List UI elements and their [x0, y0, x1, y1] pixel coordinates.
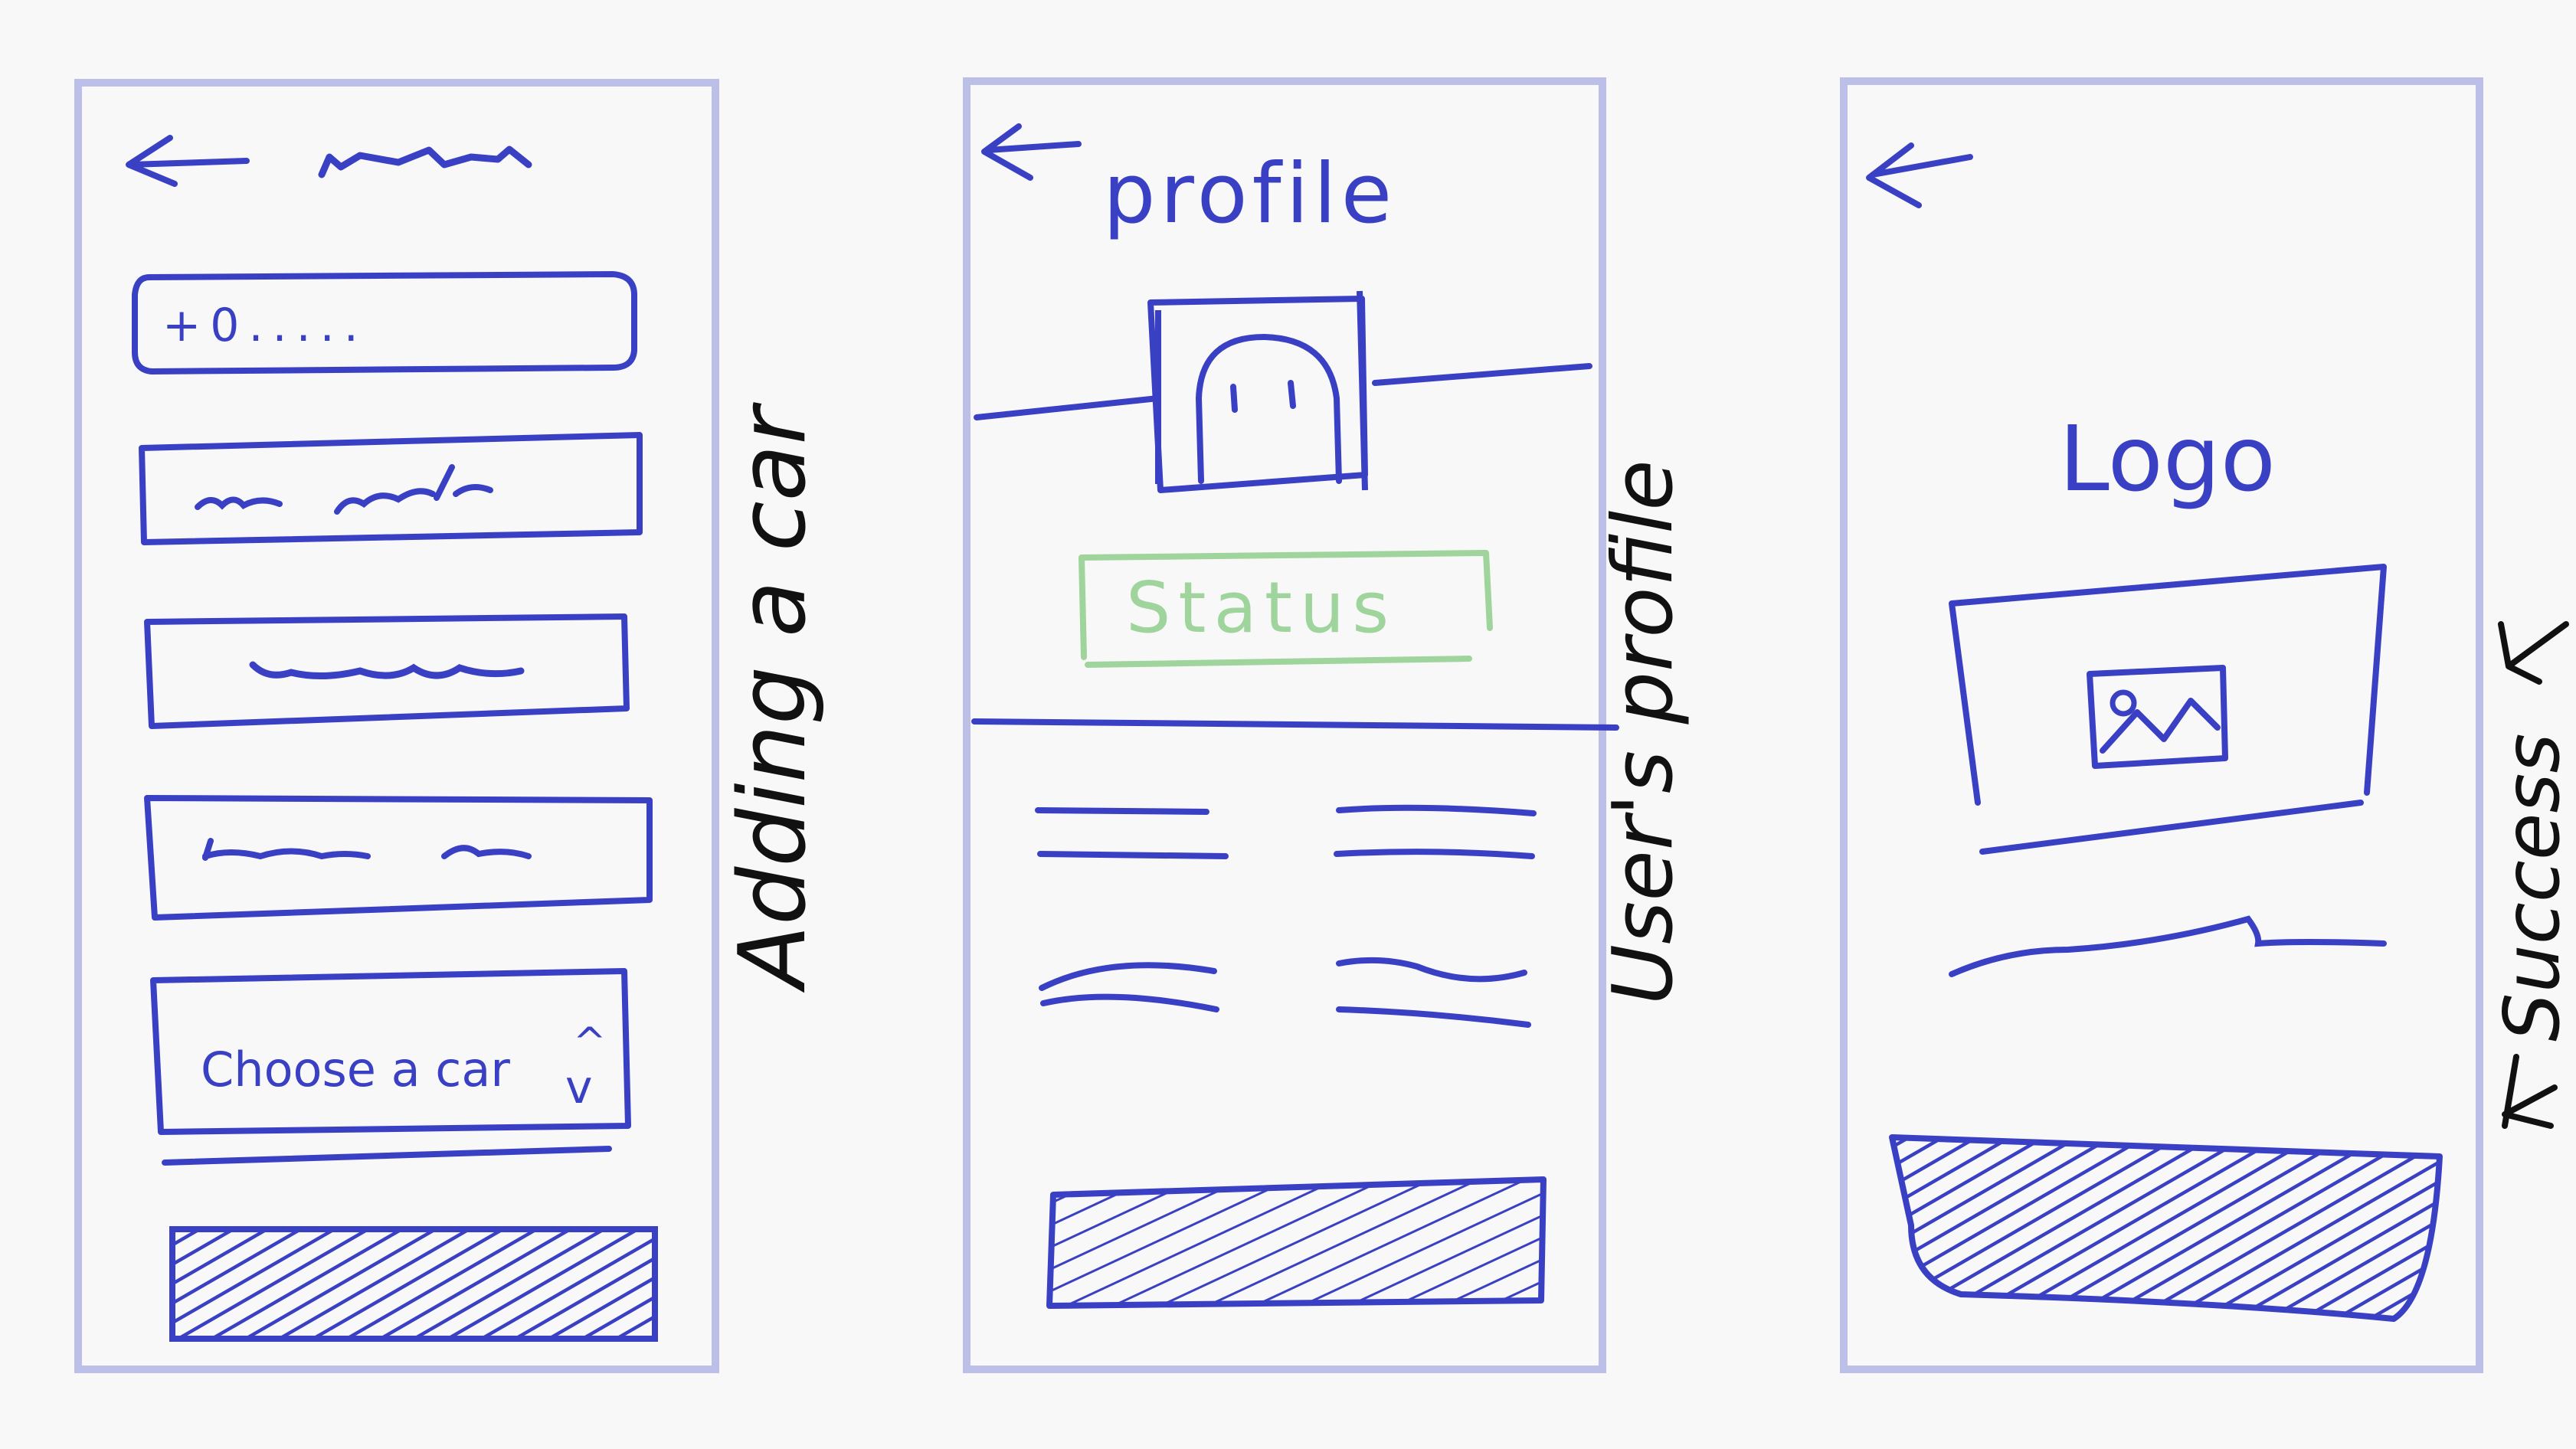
- image-card: [1949, 564, 2387, 855]
- info-text-line: [1035, 807, 1229, 859]
- text-field-4-scribble: [202, 838, 532, 861]
- screen-caption: Adding a car: [720, 402, 826, 993]
- car-select-underline: [162, 1146, 612, 1166]
- section-divider: [971, 718, 1619, 731]
- car-select-border: [150, 968, 631, 1135]
- success-caption-group: Success: [2487, 621, 2576, 1129]
- car-select-label: Choose a car: [201, 1042, 510, 1097]
- arrow-left-icon: [1866, 142, 1973, 208]
- screen-success: Logo Success: [1840, 77, 2576, 1373]
- screen-title-scribble: [318, 146, 532, 178]
- phone-field-value: +0.....: [162, 299, 368, 352]
- arrow-left-icon: [126, 135, 250, 187]
- car-model-field-scribble: [195, 464, 493, 515]
- info-text-line: [1039, 962, 1219, 1012]
- submit-button-fill: [169, 1226, 658, 1342]
- phone-field-border: [132, 270, 637, 375]
- screen-adding-car: +0..... Choose a car ^ v: [74, 79, 826, 1373]
- profile-action-button-fill: [1046, 1176, 1547, 1309]
- text-field-4-border: [144, 795, 653, 921]
- image-placeholder-icon: [2087, 665, 2228, 769]
- logo-label: Logo: [2059, 406, 2276, 512]
- phone-frame: [74, 79, 719, 1373]
- back-button[interactable]: [1866, 142, 1973, 208]
- arrow-down-icon: [2498, 621, 2569, 685]
- car-select[interactable]: Choose a car ^ v: [150, 968, 631, 1166]
- car-model-field-border: [139, 432, 643, 545]
- text-field-4[interactable]: [144, 795, 653, 921]
- arrow-left-icon: [981, 123, 1082, 181]
- profile-info-grid: [1035, 804, 1537, 1028]
- success-message-line: [1949, 915, 2387, 977]
- chevron-down-icon: v: [565, 1061, 593, 1114]
- status-label: Status: [1126, 567, 1396, 649]
- chevron-up-icon: ^: [573, 1019, 607, 1065]
- screen-user-profile: profile Status User's profile: [963, 77, 1691, 1373]
- info-text-line: [1334, 804, 1537, 859]
- avatar-icon: [1195, 333, 1342, 484]
- info-text-line: [1336, 957, 1531, 1028]
- avatar: [974, 290, 1592, 493]
- page-title: profile: [1103, 146, 1396, 242]
- done-button-fill: [1889, 1134, 2443, 1322]
- arrow-up-icon: [2502, 1054, 2558, 1129]
- avatar-frame: [1147, 290, 1368, 493]
- text-field-3-scribble: [249, 661, 525, 679]
- status-badge-border: [1079, 550, 1493, 668]
- avatar-divider-line: [974, 363, 1592, 420]
- phone-field[interactable]: +0.....: [132, 270, 637, 375]
- profile-action-button[interactable]: [1046, 1176, 1547, 1309]
- text-field-3[interactable]: [144, 613, 630, 729]
- phone-frame: [1840, 77, 2483, 1373]
- text-field-3-border: [144, 613, 630, 729]
- back-button[interactable]: [126, 135, 250, 187]
- screen-caption: Success: [2487, 733, 2576, 1042]
- status-badge: Status: [1079, 550, 1493, 668]
- image-card-border: [1949, 564, 2387, 855]
- back-button[interactable]: [981, 123, 1082, 181]
- submit-button[interactable]: [169, 1226, 658, 1342]
- car-model-field[interactable]: [139, 432, 643, 545]
- done-button[interactable]: [1889, 1134, 2443, 1322]
- screen-caption: User's profile: [1596, 460, 1691, 1005]
